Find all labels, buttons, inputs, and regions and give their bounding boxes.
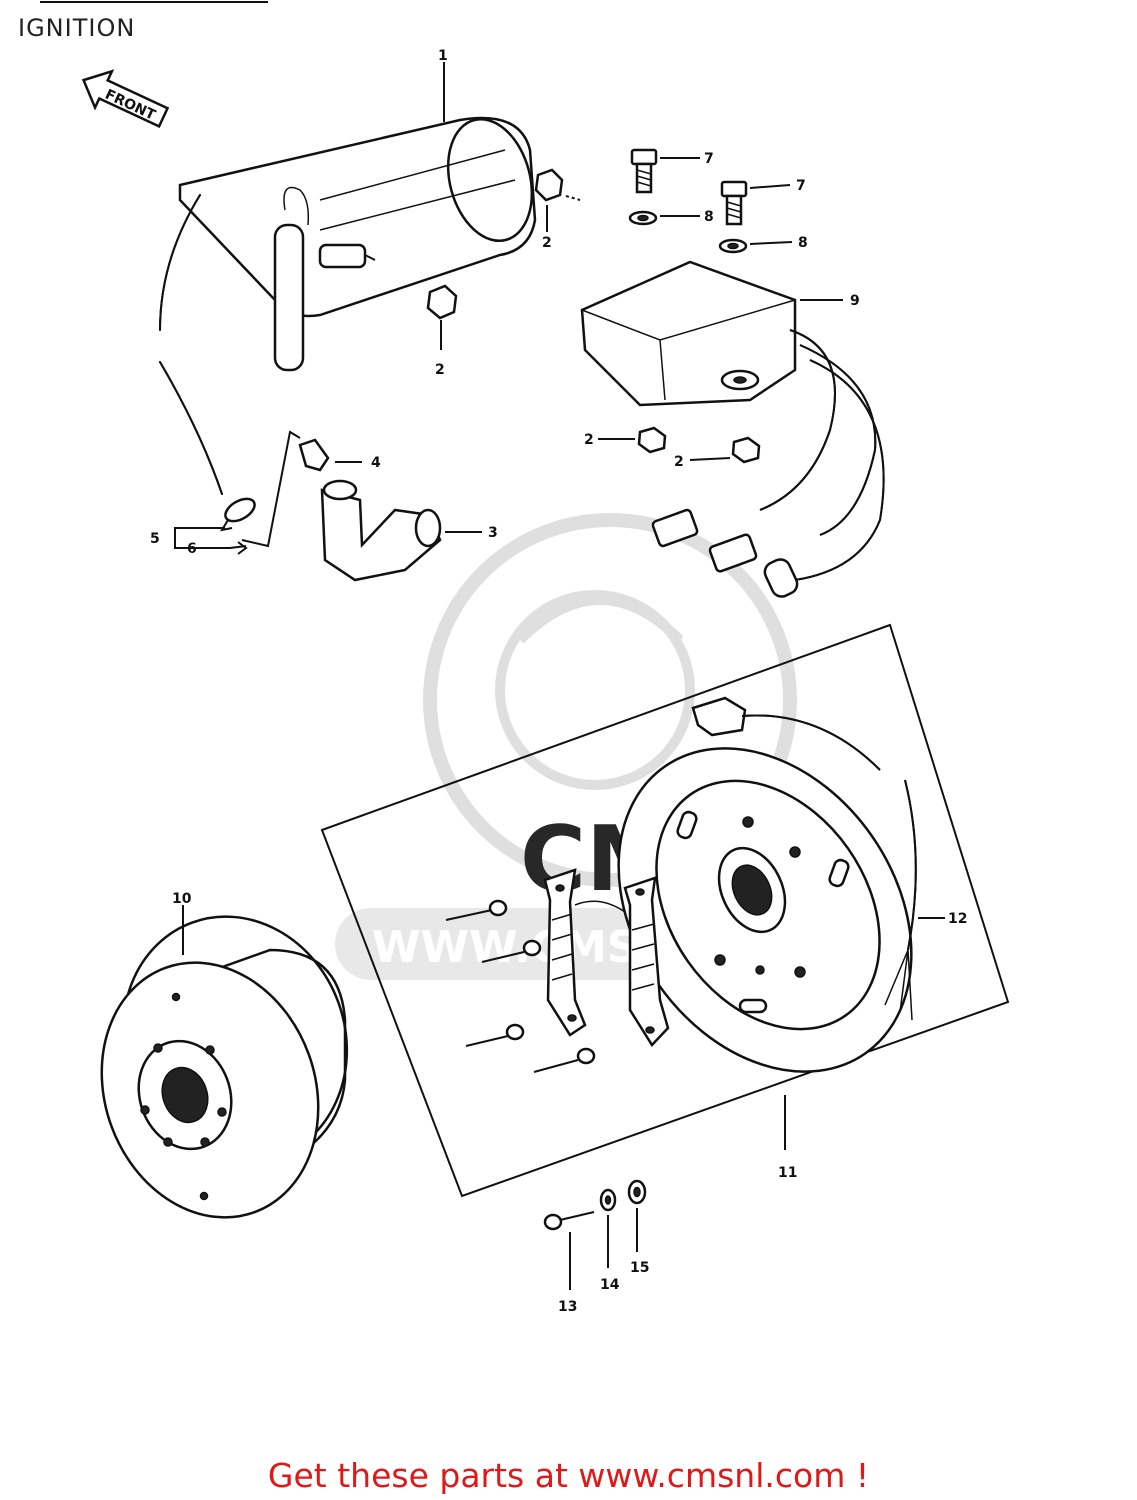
- nut-cdi-1: [598, 426, 667, 454]
- nut-coil-right: [534, 168, 581, 232]
- stator-lead-wire: [691, 696, 881, 771]
- callout-4: 4: [371, 455, 381, 471]
- rotor-bolt: [543, 1211, 595, 1290]
- flat-washer: [627, 1179, 647, 1252]
- callout-9: 9: [850, 293, 860, 309]
- callout-12: 12: [948, 911, 967, 927]
- spark-plug-lead: [159, 361, 223, 495]
- callout-5: 5: [150, 531, 160, 547]
- leader-6-arrow: [237, 541, 248, 555]
- callout-7: 7: [796, 178, 806, 194]
- callout-10: 10: [172, 891, 192, 907]
- callout-15: 15: [630, 1260, 649, 1276]
- page-title: IGNITION: [18, 14, 136, 42]
- callout-11: 11: [778, 1165, 797, 1181]
- callout-2: 2: [542, 235, 552, 251]
- callout-8: 8: [704, 209, 714, 225]
- leader-5-6: [174, 527, 247, 549]
- nut-cdi-2: [689, 436, 761, 464]
- leader-zigzag: [241, 430, 301, 548]
- callout-13: 13: [558, 1299, 577, 1315]
- ignition-coil: [159, 116, 537, 372]
- callout-2: 2: [584, 432, 594, 448]
- clamp: [219, 497, 256, 532]
- front-arrow: FRONT: [81, 69, 170, 129]
- stator-plate: [617, 747, 913, 1073]
- bolt-1: [630, 148, 700, 194]
- callout-14: 14: [600, 1277, 620, 1293]
- callout-2: 2: [435, 362, 445, 378]
- washer-2: [718, 238, 793, 254]
- callout-6: 6: [187, 541, 197, 557]
- nut-coil-bottom: [426, 284, 458, 350]
- callout-3: 3: [488, 525, 498, 541]
- bolt-2: [720, 180, 791, 226]
- stator-pickup-wire: [884, 779, 945, 1021]
- exciter-coil: [574, 876, 670, 1048]
- callout-7: 7: [704, 151, 714, 167]
- washer-1: [628, 210, 700, 226]
- flywheel-rotor: [100, 905, 349, 1219]
- stator-screws: [445, 899, 596, 1073]
- callout-8: 8: [798, 235, 808, 251]
- plug-cap: [320, 479, 482, 582]
- footer-link-text[interactable]: Get these parts at www.cmsnl.com !: [267, 1456, 870, 1495]
- callout-2: 2: [674, 454, 684, 470]
- cdi-unit: [580, 260, 885, 598]
- stator-assembly-box: [320, 623, 1010, 1198]
- lock-washer: [599, 1188, 617, 1268]
- callout-1: 1: [438, 48, 448, 64]
- plug-terminal: [298, 438, 362, 472]
- lighting-coil: [543, 868, 587, 1037]
